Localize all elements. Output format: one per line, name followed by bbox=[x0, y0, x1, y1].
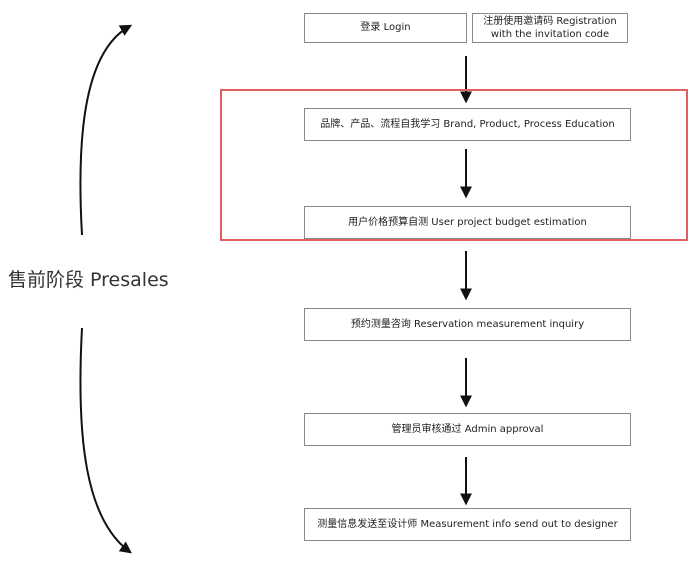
presales-lower-arc bbox=[79, 327, 132, 554]
step-login: 登录 Login bbox=[304, 13, 467, 43]
step-budget: 用户价格预算自测 User project budget estimation bbox=[304, 206, 631, 239]
presales-stage-label: 售前阶段 Presales bbox=[8, 269, 169, 291]
step-registration: 注册使用邀请码 Registration with the invitation… bbox=[472, 13, 628, 43]
presales-upper-arc bbox=[79, 24, 133, 236]
step-reservation: 预约测量咨询 Reservation measurement inquiry bbox=[304, 308, 631, 341]
step-approval: 管理员审核通过 Admin approval bbox=[304, 413, 631, 446]
step-send-info: 测量信息发送至设计师 Measurement info send out to … bbox=[304, 508, 631, 541]
self-service-highlight-frame bbox=[220, 89, 688, 241]
step-education: 品牌、产品、流程自我学习 Brand, Product, Process Edu… bbox=[304, 108, 631, 141]
